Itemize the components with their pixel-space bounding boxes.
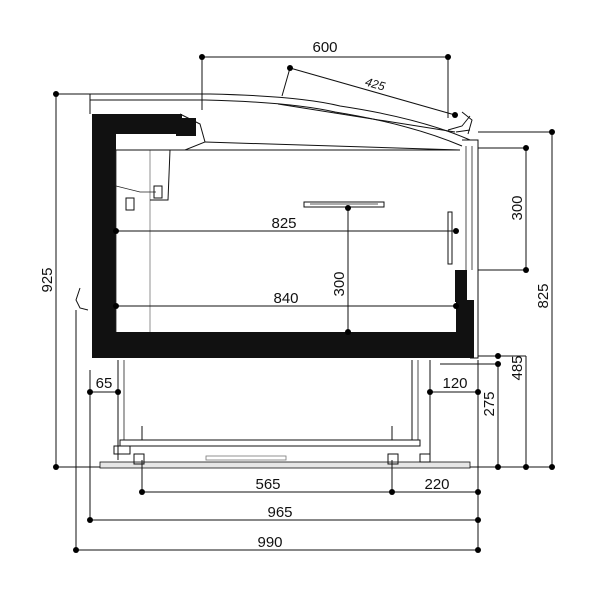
dim-label-foot-span: 565	[255, 476, 280, 493]
dim-left-offset: 65	[87, 370, 121, 520]
dim-label-total-height: 925	[39, 267, 56, 292]
left-wall	[92, 114, 116, 358]
canopy	[89, 93, 471, 151]
dim-label-inner-upper: 825	[271, 215, 296, 232]
dim-inner-lower: 840	[113, 290, 459, 309]
right-wall-upper	[455, 270, 467, 302]
canopy-block	[176, 118, 196, 136]
dim-label-left-offset: 65	[96, 375, 113, 392]
dim-label-inner-depth: 300	[331, 271, 348, 296]
evaporator	[75, 149, 171, 311]
dim-top-width: 600	[199, 39, 451, 118]
upper-insulation	[116, 114, 182, 134]
base-frame	[113, 360, 431, 465]
dim-right-offset: 120	[427, 360, 481, 550]
dim-base-height: 485	[478, 353, 529, 470]
bottom-wall	[92, 332, 474, 358]
dim-foot-height: 275	[440, 361, 501, 470]
dim-label-base-width: 965	[267, 504, 292, 521]
dim-label-right-offset: 120	[442, 375, 467, 392]
right-wall	[456, 300, 474, 340]
dim-right-upper: 300	[478, 145, 529, 273]
floor-plate	[99, 461, 471, 469]
shelf	[303, 201, 385, 208]
dim-label-total-width: 990	[257, 534, 282, 551]
dim-foot-span: 565 220	[139, 460, 481, 495]
dim-inner-upper: 825	[113, 215, 459, 234]
dim-total-height: 925	[39, 91, 100, 470]
glass-lid	[277, 67, 473, 135]
dim-label-right-total: 825	[535, 283, 552, 308]
dim-label-right-upper: 300	[509, 195, 526, 220]
dim-label-base-height: 485	[509, 355, 526, 380]
right-panel	[447, 139, 479, 359]
dim-base-width: 965	[87, 504, 481, 523]
dim-label-inner-lower: 840	[273, 290, 298, 307]
dim-inner-depth: 300	[331, 205, 351, 335]
dim-label-right-foot-offset: 220	[424, 476, 449, 493]
dim-label-top-width: 600	[312, 39, 337, 56]
dim-total-width: 990	[73, 310, 481, 553]
dim-label-lid-length: 425	[364, 75, 387, 94]
dim-lid-length: 425	[287, 65, 458, 118]
dim-right-total: 825	[470, 129, 555, 470]
cabinet-body	[92, 114, 474, 358]
dim-label-foot-height: 275	[481, 391, 498, 416]
